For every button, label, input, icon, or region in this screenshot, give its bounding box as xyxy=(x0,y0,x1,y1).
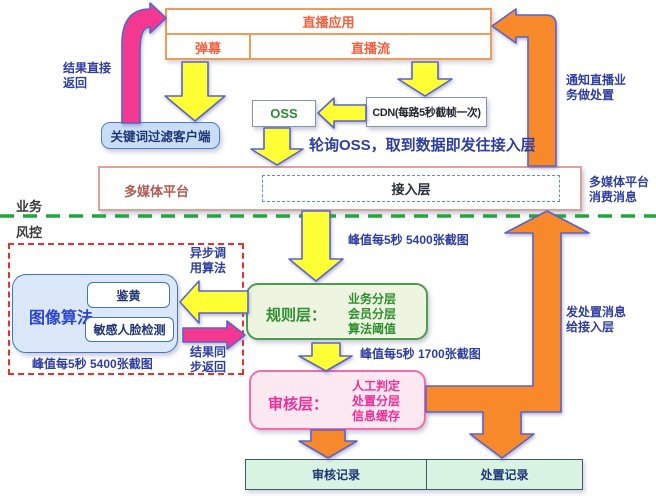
oss-box: OSS xyxy=(252,100,316,127)
live-app-title: 直播应用 xyxy=(302,15,355,30)
async-call-label: 异步调 用算法 xyxy=(190,246,227,276)
result-direct-return-label: 结果直接 返回 xyxy=(63,61,112,91)
sensitive-face-detect-box: 敏感人脸检测 xyxy=(85,317,174,342)
review-layer-box: 审核层： 人工判定 处置分层 信息缓存 xyxy=(249,370,426,430)
arrow-rules-to-review xyxy=(298,342,353,372)
dispose-msg-label: 发处置消息 给接入层 xyxy=(566,305,627,335)
arrow-danmaku-to-keyword-filter xyxy=(164,61,226,122)
peak-1700-label: 峰值每5秒 1700张截图 xyxy=(360,347,481,361)
keyword-filter-client-box: 关键词过滤客户端 xyxy=(101,122,220,149)
polling-oss-label: 轮询OSS，取到数据即发往接入层 xyxy=(309,137,536,154)
arrow-oss-to-multimedia xyxy=(250,127,304,166)
rules-layer-title: 规则层： xyxy=(266,307,327,324)
review-layer-items: 人工判定 处置分层 信息缓存 xyxy=(352,379,401,423)
danmaku-cell: 弹幕 xyxy=(194,41,221,56)
notify-live-business-label: 通知直播业 务做处置 xyxy=(566,73,627,103)
arrow-keyword-filter-to-live-app xyxy=(121,2,167,124)
multimedia-consume-label: 多媒体平台 消费消息 xyxy=(589,175,650,205)
sync-return-label: 结果同 步返回 xyxy=(190,345,227,375)
image-algorithm-title: 图像算法 xyxy=(29,310,94,327)
access-layer-box: 接入层 xyxy=(262,175,560,202)
porn-detect-box: 鉴黄 xyxy=(87,282,170,308)
review-layer-title: 审核层： xyxy=(268,396,329,413)
arrow-access-to-rules xyxy=(288,210,344,282)
records-row: 审核记录 处置记录 xyxy=(245,459,583,490)
business-zone-label: 业务 xyxy=(16,199,43,214)
multimedia-platform-title: 多媒体平台 xyxy=(124,184,190,199)
peak-5400-algo-label: 峰值每5秒 5400张截图 xyxy=(32,357,153,371)
rules-layer-items: 业务分层 会员分层 算法阈值 xyxy=(348,292,397,336)
peak-5400-mid-label: 峰值每5秒 5400张截图 xyxy=(348,233,469,247)
risk-zone-label: 风控 xyxy=(16,225,43,240)
live-stream-cell: 直播流 xyxy=(350,41,390,56)
dispose-record-box: 处置记录 xyxy=(480,468,529,482)
rules-layer-box: 规则层： 业务分层 会员分层 算法阈值 xyxy=(246,283,428,340)
audit-record-box: 审核记录 xyxy=(246,460,427,489)
arrow-stream-to-cdn xyxy=(397,61,453,97)
arrow-cdn-to-oss xyxy=(317,97,367,129)
live-app-box: 直播应用 弹幕 直播流 xyxy=(165,8,492,60)
cdn-box: CDN(每路5秒截帧一次) xyxy=(366,97,487,127)
arrow-review-to-audit-record xyxy=(298,429,358,459)
